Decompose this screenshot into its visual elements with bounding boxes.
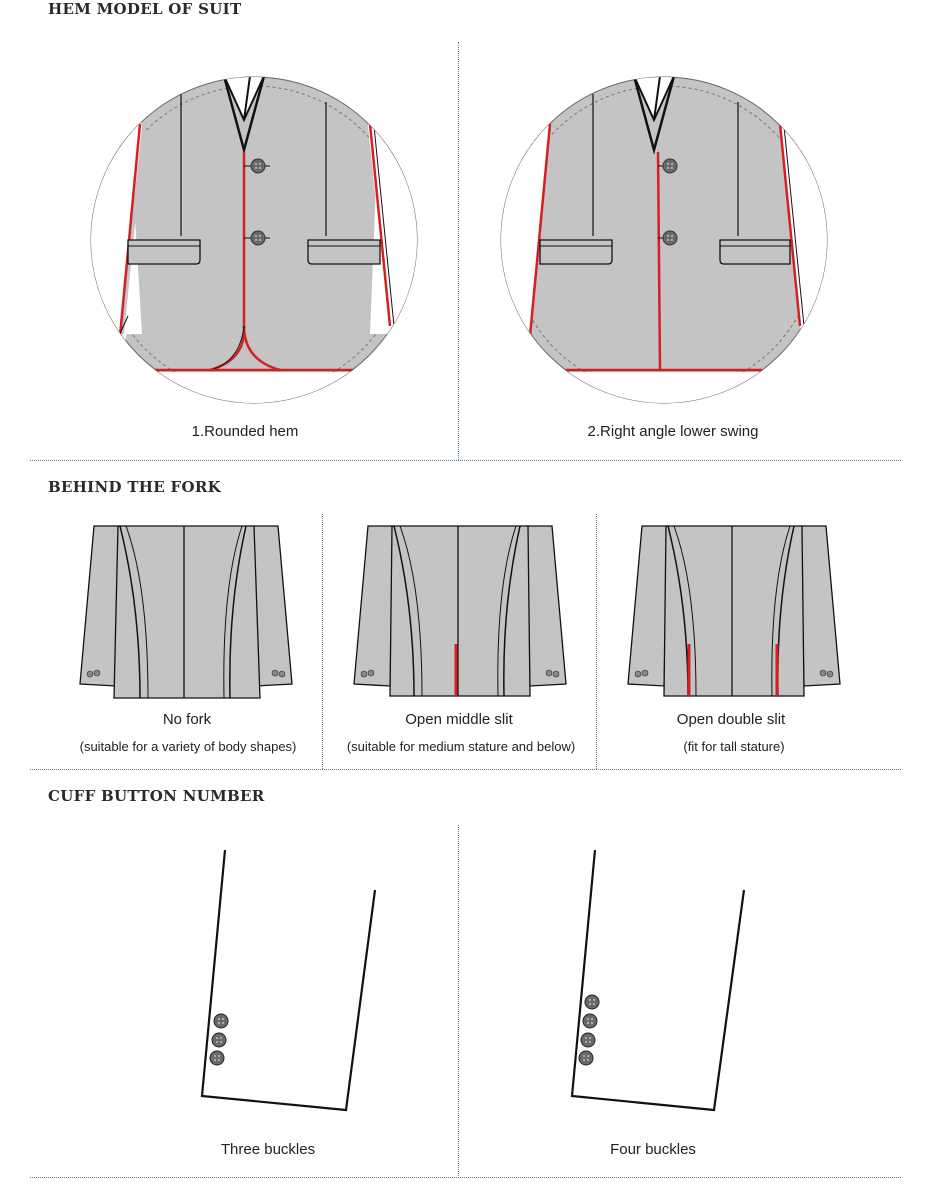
fork-option-double-note: (fit for tall stature) bbox=[683, 739, 785, 754]
section-title-hem: HEM MODEL OF SUIT bbox=[48, 0, 242, 18]
button-hole bbox=[218, 1055, 220, 1057]
button-hole bbox=[585, 1041, 587, 1043]
cuff-buttons-three bbox=[209, 1013, 229, 1066]
button-hole bbox=[255, 167, 257, 169]
button-hole bbox=[667, 239, 669, 241]
button-hole bbox=[255, 235, 257, 237]
fork-option-none-label: No fork bbox=[162, 711, 212, 728]
button-hole bbox=[591, 1022, 593, 1024]
middle-slit-illustration[interactable] bbox=[352, 525, 568, 700]
three-buckles-illustration[interactable] bbox=[200, 848, 380, 1112]
divider-vertical-fork-1 bbox=[322, 514, 323, 769]
double-slit-illustration[interactable] bbox=[626, 525, 842, 700]
button-hole bbox=[671, 235, 673, 237]
button-hole bbox=[218, 1022, 220, 1024]
button-hole bbox=[667, 163, 669, 165]
cuff-buttons-four bbox=[578, 994, 600, 1066]
section-title-fork: BEHIND THE FORK bbox=[48, 478, 221, 496]
button-hole bbox=[216, 1041, 218, 1043]
button-hole bbox=[667, 235, 669, 237]
right-angle-hem-illustration[interactable] bbox=[500, 76, 828, 406]
button-hole bbox=[583, 1059, 585, 1061]
button-hole bbox=[220, 1037, 222, 1039]
button-hole bbox=[671, 239, 673, 241]
button-hole bbox=[589, 999, 591, 1001]
button-hole bbox=[218, 1059, 220, 1061]
button-hole bbox=[222, 1018, 224, 1020]
fork-option-middle-label: Open middle slit bbox=[405, 711, 513, 728]
button-hole bbox=[589, 1003, 591, 1005]
button-hole bbox=[667, 167, 669, 169]
button-hole bbox=[583, 1055, 585, 1057]
button-hole bbox=[259, 239, 261, 241]
button-hole bbox=[259, 235, 261, 237]
button-hole bbox=[220, 1041, 222, 1043]
divider-vertical-hem bbox=[458, 42, 459, 460]
fork-option-double-label: Open double slit bbox=[676, 711, 786, 728]
button-hole bbox=[587, 1018, 589, 1020]
button-hole bbox=[589, 1037, 591, 1039]
divider-horizontal-1 bbox=[30, 460, 901, 461]
hem-option-right-angle-label: 2.Right angle lower swing bbox=[587, 423, 759, 440]
button-hole bbox=[255, 239, 257, 241]
four-buckles-illustration[interactable] bbox=[570, 848, 750, 1112]
rounded-hem-illustration[interactable] bbox=[90, 76, 418, 406]
button-hole bbox=[214, 1059, 216, 1061]
divider-vertical-fork-2 bbox=[596, 514, 597, 769]
button-hole bbox=[589, 1041, 591, 1043]
button-hole bbox=[587, 1059, 589, 1061]
button-hole bbox=[671, 163, 673, 165]
divider-vertical-cuff bbox=[458, 825, 459, 1178]
divider-horizontal-3 bbox=[30, 1177, 901, 1178]
button-hole bbox=[218, 1018, 220, 1020]
section-title-cuff: CUFF BUTTON NUMBER bbox=[48, 787, 265, 805]
button-hole bbox=[214, 1055, 216, 1057]
cuff-option-four-label: Four buckles bbox=[610, 1141, 696, 1158]
button-hole bbox=[593, 999, 595, 1001]
button-hole bbox=[259, 163, 261, 165]
hem-option-rounded-label: 1.Rounded hem bbox=[191, 423, 299, 440]
button-hole bbox=[222, 1022, 224, 1024]
button-hole bbox=[593, 1003, 595, 1005]
button-hole bbox=[591, 1018, 593, 1020]
no-fork-illustration[interactable] bbox=[78, 525, 294, 700]
divider-horizontal-2 bbox=[30, 769, 901, 770]
cuff-option-three-label: Three buckles bbox=[220, 1141, 316, 1158]
button-hole bbox=[587, 1022, 589, 1024]
button-hole bbox=[216, 1037, 218, 1039]
button-hole bbox=[587, 1055, 589, 1057]
button-hole bbox=[671, 167, 673, 169]
button-hole bbox=[259, 167, 261, 169]
fork-option-none-note: (suitable for a variety of body shapes) bbox=[79, 739, 297, 754]
fork-option-middle-note: (suitable for medium stature and below) bbox=[346, 739, 576, 754]
button-hole bbox=[255, 163, 257, 165]
button-hole bbox=[585, 1037, 587, 1039]
